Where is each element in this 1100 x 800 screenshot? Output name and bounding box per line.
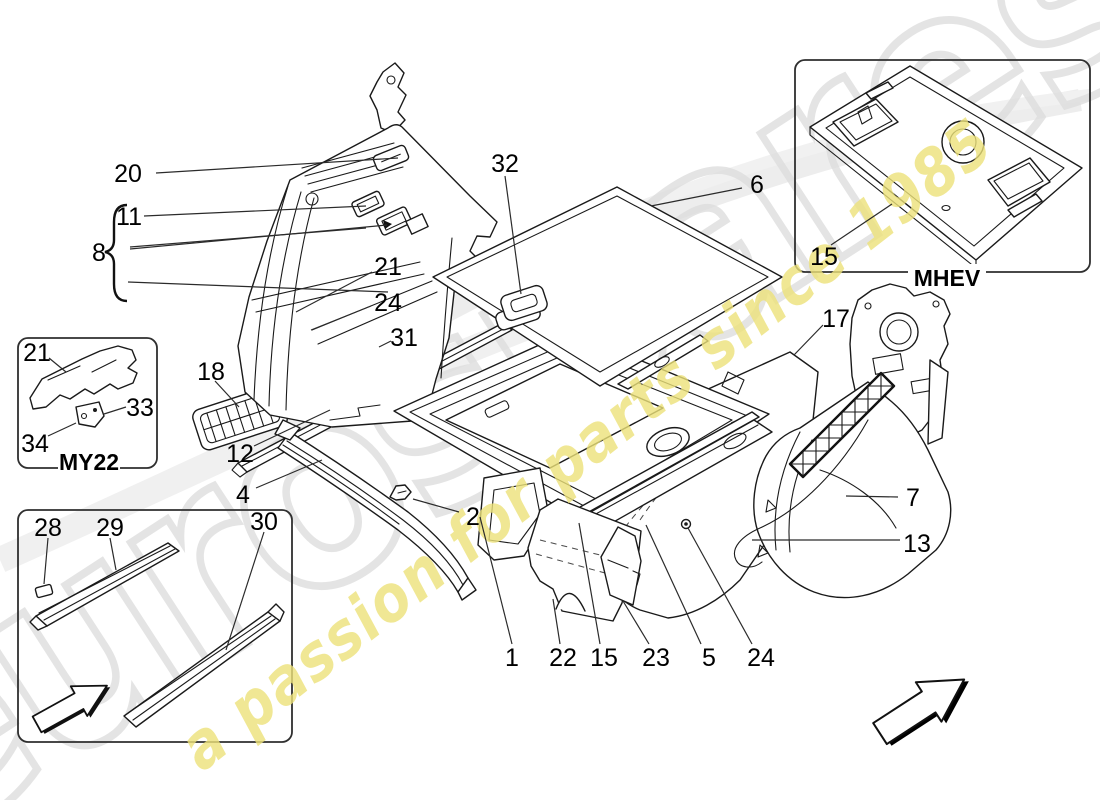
callout-12[interactable]: 12 xyxy=(226,440,254,468)
callout-21[interactable]: 21 xyxy=(374,253,402,281)
leader-line-4 xyxy=(255,459,323,489)
left-panel-body xyxy=(237,124,498,428)
clip-part-28 xyxy=(34,583,54,599)
leader-line-29 xyxy=(109,537,117,571)
leader-line-34 xyxy=(47,422,77,437)
callout-5[interactable]: 5 xyxy=(702,644,716,672)
callout-15[interactable]: 15 xyxy=(810,243,838,271)
inset-title-mhev: MHEV xyxy=(914,265,981,291)
speaker-grille-lines xyxy=(301,142,404,193)
leader-line-23 xyxy=(622,600,650,645)
callout-18[interactable]: 18 xyxy=(197,358,225,386)
callout-21[interactable]: 21 xyxy=(23,339,51,367)
leader-line-17 xyxy=(793,324,824,356)
leader-line-30 xyxy=(225,531,265,651)
callout-11[interactable]: 11 xyxy=(116,203,142,231)
callout-7[interactable]: 7 xyxy=(906,484,920,512)
callout-30[interactable]: 30 xyxy=(250,508,278,536)
callout-28[interactable]: 28 xyxy=(34,514,62,542)
callout-23[interactable]: 23 xyxy=(642,644,670,672)
leader-line-2 xyxy=(412,498,460,513)
leader-line-6 xyxy=(650,187,743,207)
callout-layer: 20 11 8 21 24 31 18 12 4 2 32 6 17 7 13 1 22 15 23 5 24 15 21 3… xyxy=(21,150,931,672)
leader-line-12 xyxy=(253,409,331,447)
leader-line-21 xyxy=(48,357,67,373)
inset-title-patch xyxy=(58,452,120,474)
callout-24[interactable]: 24 xyxy=(374,289,402,317)
callout-15[interactable]: 15 xyxy=(590,644,618,672)
leader-arrowhead xyxy=(383,220,392,229)
sill-strip-part-29 xyxy=(29,542,180,631)
sill-strip-part-30 xyxy=(123,603,285,728)
leader-line-8 xyxy=(129,224,388,250)
callout-31[interactable]: 31 xyxy=(390,324,418,352)
inset-mhev: MHEV xyxy=(794,59,1091,291)
bracket-parts-33-34 xyxy=(75,401,105,428)
inset-my22: MY22 xyxy=(17,337,158,475)
leader-line-5 xyxy=(645,524,702,645)
callout-22[interactable]: 22 xyxy=(549,644,577,672)
callout-13[interactable]: 13 xyxy=(903,530,931,558)
rear-sill-scuff-band xyxy=(274,419,477,601)
leader-line-1 xyxy=(479,516,513,645)
inset-title-my22: MY22 xyxy=(59,449,119,475)
cargo-mat-part-6 xyxy=(432,186,783,387)
trim-wedge-part-23 xyxy=(600,526,642,606)
callout-34[interactable]: 34 xyxy=(21,430,49,458)
tray-lid xyxy=(445,363,664,469)
callout-24[interactable]: 24 xyxy=(747,644,775,672)
callout-17[interactable]: 17 xyxy=(822,305,850,333)
callout-4[interactable]: 4 xyxy=(236,481,250,509)
callout-33[interactable]: 33 xyxy=(126,394,154,422)
foam-rail-part-21-my22 xyxy=(29,345,138,410)
leader-line-24 xyxy=(687,527,753,645)
inset-sill-strips xyxy=(17,509,293,743)
leader-line-15 xyxy=(830,203,893,246)
leader-line-22 xyxy=(552,598,561,645)
tool-tray-part-15 xyxy=(809,65,1083,269)
callout-1[interactable]: 1 xyxy=(505,644,519,672)
leader-line-15 xyxy=(578,522,601,645)
leader-extras xyxy=(104,203,392,303)
callout-2[interactable]: 2 xyxy=(466,503,480,531)
leader-line-32 xyxy=(504,175,522,295)
right-panel-body xyxy=(753,381,952,599)
direction-arrow-inset xyxy=(31,684,111,734)
callout-6[interactable]: 6 xyxy=(750,171,764,199)
mat-handle-part-32 xyxy=(495,284,548,331)
leader-line-8 xyxy=(127,281,389,293)
hatched-weatherstrip xyxy=(788,371,896,479)
callout-29[interactable]: 29 xyxy=(96,514,124,542)
left-panel-top-bracket xyxy=(369,62,407,134)
callout-8-brace xyxy=(104,203,128,303)
leader-line-21 xyxy=(295,271,373,313)
right-quarter-trim-panel-7 xyxy=(734,283,952,599)
leader-line-11 xyxy=(143,205,367,217)
leader-line-31 xyxy=(378,340,392,348)
direction-arrow-main xyxy=(872,678,969,746)
leader-line-24 xyxy=(310,305,372,331)
leader-line-20 xyxy=(155,157,399,174)
harness-cable-13 xyxy=(734,419,869,568)
leader-line-7 xyxy=(845,495,899,498)
leader-line-28 xyxy=(43,537,49,585)
callout-32[interactable]: 32 xyxy=(491,150,519,178)
callout-8[interactable]: 8 xyxy=(92,239,106,267)
leader-line-18 xyxy=(214,380,240,408)
callout-20[interactable]: 20 xyxy=(114,160,142,188)
inset-title-patch xyxy=(908,264,986,286)
leader-line-33 xyxy=(103,406,127,415)
